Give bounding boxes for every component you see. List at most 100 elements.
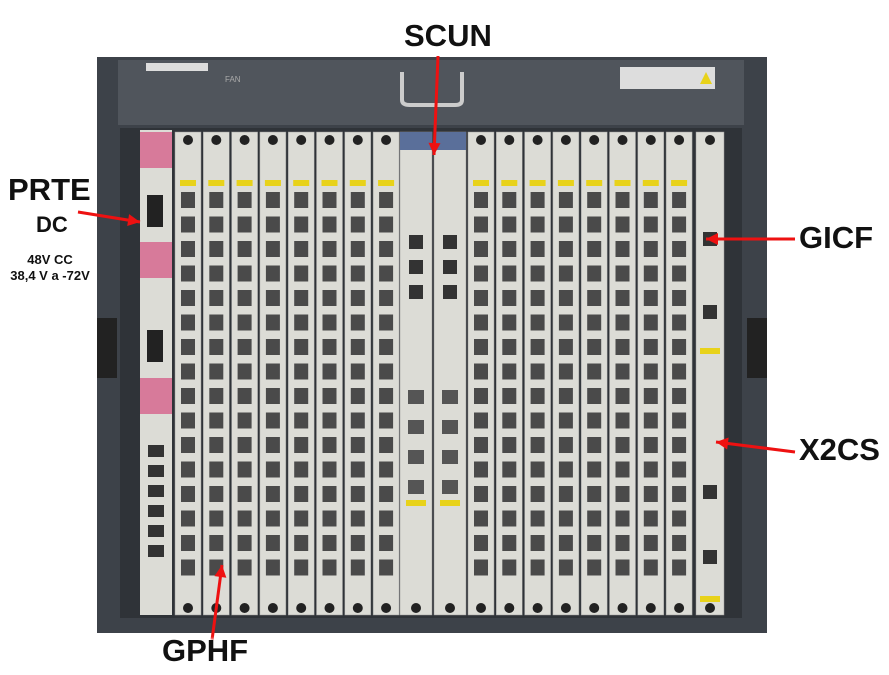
- pon-port: [474, 314, 488, 331]
- ethernet-port: [409, 285, 423, 299]
- pon-port: [672, 216, 687, 233]
- uplink-port: [442, 420, 458, 434]
- card-label-tag: [378, 180, 395, 186]
- pon-port: [615, 535, 630, 551]
- pon-port: [209, 535, 224, 551]
- pon-port: [181, 314, 195, 331]
- pon-port: [530, 216, 545, 233]
- pon-port: [350, 265, 365, 282]
- gicf-port: [703, 305, 717, 319]
- pon-port: [379, 510, 394, 527]
- pon-port: [558, 241, 573, 257]
- pon-port: [209, 290, 224, 306]
- pon-port: [237, 290, 252, 306]
- card-screw: [324, 135, 335, 145]
- pon-port: [672, 437, 687, 453]
- pon-port: [474, 461, 488, 478]
- pon-port: [643, 510, 658, 527]
- pon-port: [265, 314, 280, 331]
- pon-port: [350, 510, 365, 527]
- card-screw: [476, 603, 486, 613]
- pon-port: [181, 437, 195, 453]
- card-label-tag: [473, 180, 489, 186]
- pon-port: [379, 265, 394, 282]
- pon-port: [502, 241, 517, 257]
- label-dc: DC: [36, 212, 68, 237]
- pon-port: [294, 290, 309, 306]
- fan-tray-handle[interactable]: [400, 72, 464, 107]
- card-screw: [183, 603, 193, 613]
- pon-port: [237, 486, 252, 502]
- pon-port: [558, 314, 573, 331]
- pon-port: [502, 535, 517, 551]
- ethernet-port: [148, 525, 164, 537]
- card-screw: [674, 135, 685, 145]
- pon-port: [672, 265, 687, 282]
- pon-port: [294, 265, 309, 282]
- pon-port: [181, 363, 195, 380]
- card-label-tag: [264, 180, 281, 186]
- pon-port: [474, 192, 488, 208]
- card-label-tag: [208, 180, 225, 186]
- uplink-port: [442, 390, 458, 404]
- card-screw: [381, 603, 392, 613]
- pon-port: [530, 314, 545, 331]
- uplink-port: [408, 450, 424, 464]
- pon-port: [474, 290, 488, 306]
- uplink-port: [408, 420, 424, 434]
- pon-port: [350, 339, 365, 355]
- pon-port: [672, 241, 687, 257]
- pon-port: [672, 339, 687, 355]
- pon-port: [643, 412, 658, 429]
- pon-port: [587, 216, 602, 233]
- pon-port: [322, 265, 337, 282]
- fan-tray-sticker: [146, 63, 208, 71]
- ethernet-port: [148, 465, 164, 477]
- pon-port: [502, 437, 517, 453]
- pon-port: [350, 192, 365, 208]
- pon-port: [643, 388, 658, 404]
- arrow-x2cs-head: [716, 437, 729, 450]
- pon-port: [265, 388, 280, 404]
- card-gphf: [524, 131, 551, 616]
- card-label-tag: [557, 180, 574, 186]
- pon-port: [530, 510, 545, 527]
- arrow-scun: [432, 55, 440, 156]
- pon-port: [502, 461, 517, 478]
- pon-port: [209, 216, 224, 233]
- pon-port: [615, 314, 630, 331]
- ethernet-port: [148, 505, 164, 517]
- arrow-prte-head: [127, 214, 140, 227]
- card-screw: [589, 603, 600, 613]
- card-screw: [381, 135, 392, 145]
- x2cs-port: [703, 550, 717, 564]
- pon-port: [379, 461, 394, 478]
- card-screw: [705, 135, 715, 145]
- ethernet-port: [148, 485, 164, 497]
- pon-port: [587, 363, 602, 380]
- pon-port: [181, 241, 195, 257]
- pon-port: [294, 486, 309, 502]
- pon-port: [587, 412, 602, 429]
- pon-port: [587, 339, 602, 355]
- pon-port: [502, 363, 517, 380]
- pon-port: [587, 486, 602, 502]
- pon-port: [265, 265, 280, 282]
- pon-port: [558, 265, 573, 282]
- arrow-x2cs: [715, 440, 796, 454]
- card-screw: [532, 603, 543, 613]
- pon-port: [587, 510, 602, 527]
- pon-port: [587, 192, 602, 208]
- card-label-tag: [529, 180, 546, 186]
- pon-port: [502, 192, 517, 208]
- card-screw: [183, 135, 193, 145]
- card-screw: [411, 603, 421, 613]
- pon-port: [474, 241, 488, 257]
- fan-label: FAN: [225, 75, 241, 84]
- card-screw: [352, 603, 363, 613]
- pon-port: [587, 437, 602, 453]
- pon-port: [265, 241, 280, 257]
- pon-port: [181, 559, 195, 576]
- pon-port: [265, 339, 280, 355]
- pon-port: [209, 314, 224, 331]
